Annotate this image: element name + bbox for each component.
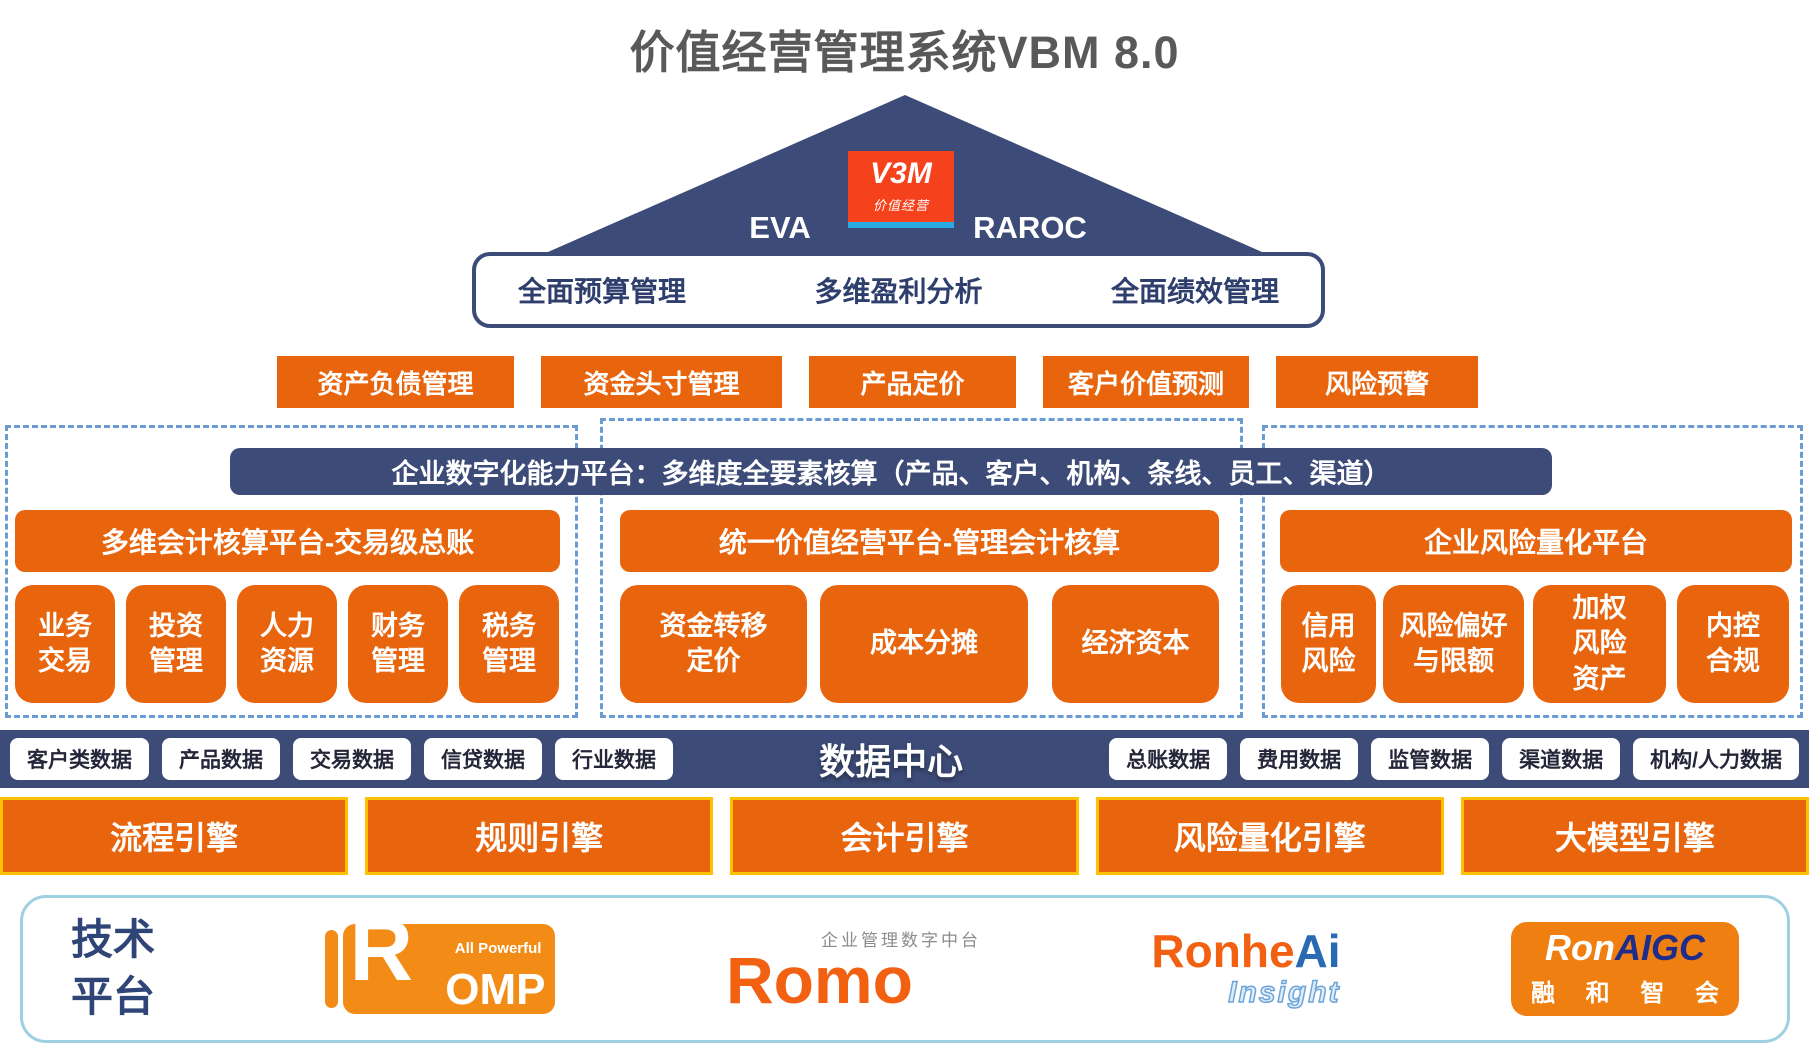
data-center-bar: 客户类数据 产品数据 交易数据 信贷数据 行业数据 数据中心 总账数据 费用数据…: [0, 730, 1809, 788]
section-item: 投资 管理: [126, 585, 226, 703]
ronaigc-logo-name: RonAIGC: [1545, 930, 1705, 966]
application-box: 产品定价: [809, 356, 1016, 408]
capability-box: 全面预算管理 多维盈利分析 全面绩效管理: [472, 252, 1325, 328]
application-box: 风险预警: [1276, 356, 1478, 408]
tech-platform-label: 技术 平台: [71, 916, 156, 1020]
capability-item: 全面预算管理: [518, 276, 687, 307]
engine-row: 流程引擎 规则引擎 会计引擎 风险量化引擎 大模型引擎: [0, 797, 1809, 875]
page-title: 价值经营管理系统VBM 8.0: [629, 27, 1180, 78]
section-item: 成本分摊: [820, 585, 1028, 703]
romo-logo: 企业管理数字中台 Romo: [725, 926, 981, 1018]
section-item: 信用 风险: [1281, 585, 1376, 703]
dashed-region-value: [600, 418, 1243, 718]
ronheai-logo-name: RonheAi: [1151, 928, 1340, 974]
romo-logo-tagline: 企业管理数字中台: [820, 931, 981, 951]
dashed-region-risk: [1262, 425, 1803, 718]
section-item: 加权 风险 资产: [1533, 585, 1666, 703]
capability-item: 全面绩效管理: [1110, 276, 1279, 307]
ronheai-logo-tagline: Insight: [1227, 975, 1341, 1010]
section-item: 资金转移 定价: [620, 585, 807, 703]
application-box: 资产负债管理: [277, 356, 514, 408]
romp-logo-stem: [325, 930, 339, 1008]
data-chip: 客户类数据: [10, 738, 149, 780]
vbm-logo-text: V3M: [870, 157, 932, 190]
section-header-risk: 企业风险量化平台: [1280, 510, 1792, 572]
section-item: 税务 管理: [459, 585, 559, 703]
ronheai-logo-blue: Ai: [1294, 925, 1341, 977]
data-center-label: 数据中心: [819, 741, 964, 782]
romp-logo-rest: OMP: [445, 965, 546, 1014]
romp-logo: R All Powerful OMP: [325, 906, 556, 1014]
section-header-value: 统一价值经营平台-管理会计核算: [620, 510, 1219, 572]
data-chip: 机构/人力数据: [1633, 738, 1799, 780]
data-chip: 总账数据: [1109, 738, 1228, 780]
section-item: 经济资本: [1052, 585, 1219, 703]
dashed-region-accounting: [5, 425, 578, 718]
application-box: 资金头寸管理: [541, 356, 782, 408]
data-chip: 监管数据: [1371, 738, 1490, 780]
romp-logo-tagline: All Powerful: [454, 940, 542, 957]
romo-logo-name: Romo: [725, 943, 913, 1018]
engine-box: 大模型引擎: [1460, 797, 1809, 875]
data-chip: 费用数据: [1240, 738, 1359, 780]
section-item: 内控 合规: [1677, 585, 1789, 703]
vbm-logo-subtext: 价值经营: [872, 198, 929, 213]
ronheai-logo-orange: Ronhe: [1151, 925, 1295, 977]
eva-label: EVA: [749, 210, 811, 245]
romp-logo-r: R: [349, 900, 414, 999]
platform-banner: 企业数字化能力平台：多维度全要素核算（产品、客户、机构、条线、员工、渠道）: [230, 448, 1552, 495]
ronaigc-logo-ron: Ron: [1545, 927, 1615, 968]
data-chips-right: 总账数据 费用数据 监管数据 渠道数据 机构/人力数据: [1109, 738, 1799, 780]
engine-box: 流程引擎: [0, 797, 349, 875]
ronaigc-logo-aigc: AIGC: [1614, 927, 1705, 968]
section-item: 业务 交易: [15, 585, 115, 703]
data-chip: 渠道数据: [1502, 738, 1621, 780]
capability-item: 多维盈利分析: [814, 276, 983, 307]
ronheai-logo: RonheAi Insight: [1151, 928, 1340, 1010]
application-row: 资产负债管理 资金头寸管理 产品定价 客户价值预测 风险预警: [277, 356, 1478, 408]
engine-box: 会计引擎: [730, 797, 1079, 875]
data-chip: 交易数据: [293, 738, 411, 780]
vbm-logo: V3M 价值经营: [848, 151, 954, 228]
tech-platform-panel: 技术 平台 R All Powerful OMP 企业管理数字中台 Romo R…: [20, 895, 1790, 1043]
application-box: 客户价值预测: [1043, 356, 1249, 408]
data-chip: 信贷数据: [424, 738, 542, 780]
raroc-label: RAROC: [973, 210, 1087, 245]
ronaigc-logo: RonAIGC 融 和 智 会: [1511, 922, 1739, 1016]
ronaigc-logo-subtext: 融 和 智 会: [1530, 980, 1731, 1007]
romp-logo-box: R All Powerful OMP: [343, 906, 556, 1014]
section-item: 财务 管理: [348, 585, 448, 703]
engine-box: 规则引擎: [365, 797, 714, 875]
data-chips-left: 客户类数据 产品数据 交易数据 信贷数据 行业数据: [10, 738, 673, 780]
section-header-accounting: 多维会计核算平台-交易级总账: [15, 510, 560, 572]
data-chip: 行业数据: [555, 738, 673, 780]
engine-box: 风险量化引擎: [1095, 797, 1444, 875]
section-item: 人力 资源: [237, 585, 337, 703]
section-item: 风险偏好 与限额: [1383, 585, 1524, 703]
data-chip: 产品数据: [162, 738, 280, 780]
